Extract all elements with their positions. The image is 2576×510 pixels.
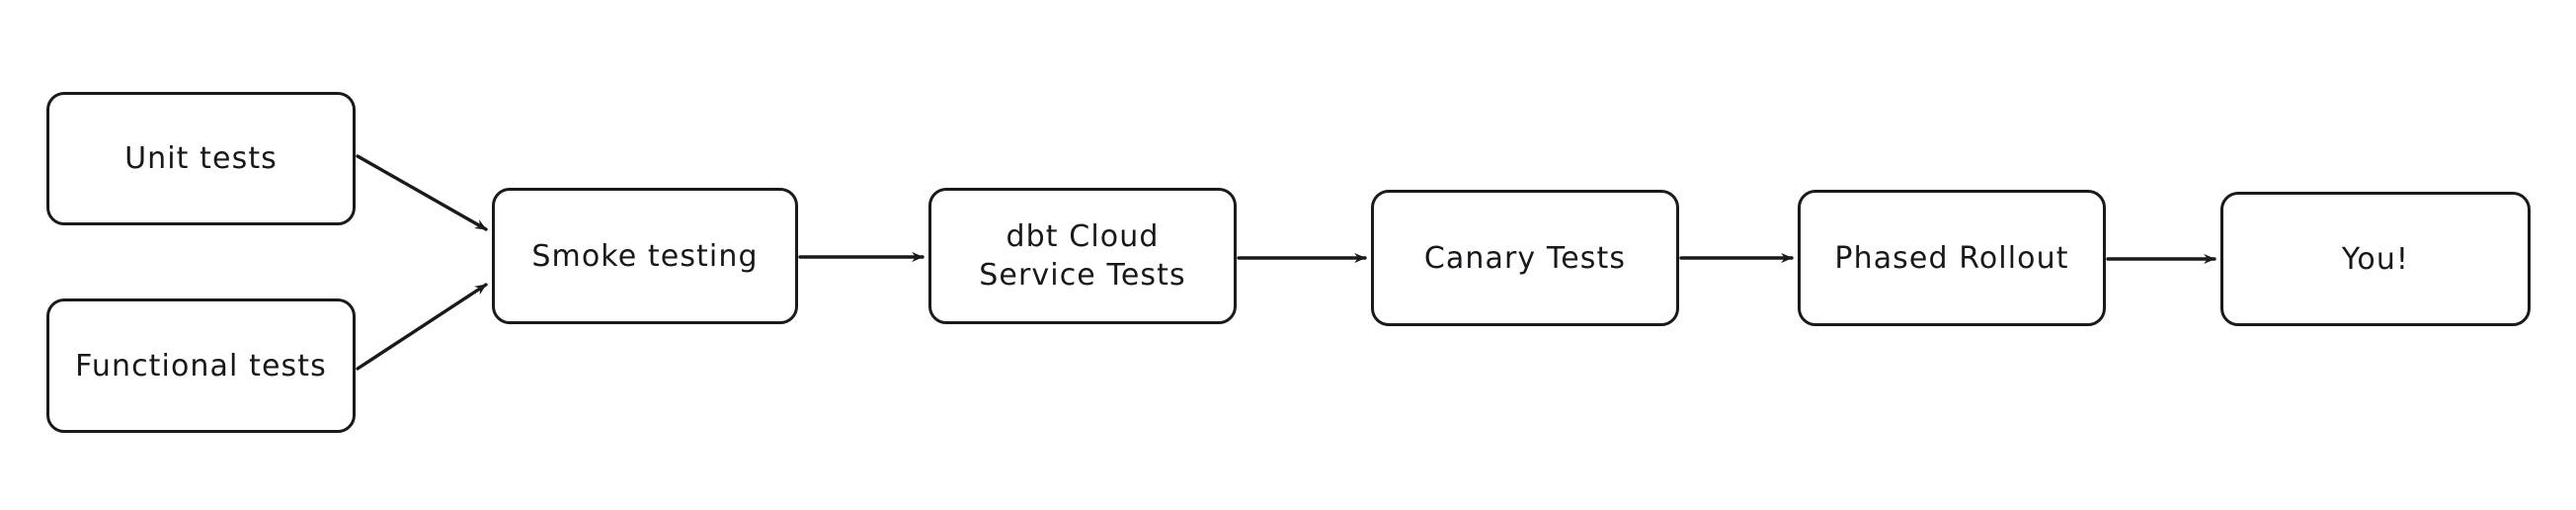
- node-you[interactable]: You!: [2220, 192, 2531, 326]
- node-dbt-cloud-service-tests[interactable]: dbt Cloud Service Tests: [928, 188, 1237, 324]
- edge-functional-to-smoke: [356, 283, 488, 371]
- node-label-functional-tests: Functional tests: [75, 348, 327, 383]
- node-label-unit-tests: Unit tests: [124, 141, 278, 176]
- node-label-phased-rollout: Phased Rollout: [1834, 240, 2069, 276]
- node-label-canary-tests: Canary Tests: [1423, 240, 1627, 276]
- edge-unit-to-smoke: [356, 154, 488, 231]
- node-label-smoke-testing: Smoke testing: [531, 238, 759, 274]
- node-functional-tests[interactable]: Functional tests: [46, 298, 356, 433]
- node-label-dbt-cloud-service-tests: dbt Cloud Service Tests: [979, 219, 1186, 293]
- node-label-you: You!: [2341, 241, 2410, 277]
- node-canary-tests[interactable]: Canary Tests: [1371, 190, 1679, 326]
- node-unit-tests[interactable]: Unit tests: [46, 92, 356, 225]
- node-phased-rollout[interactable]: Phased Rollout: [1798, 190, 2106, 326]
- node-smoke-testing[interactable]: Smoke testing: [492, 188, 798, 324]
